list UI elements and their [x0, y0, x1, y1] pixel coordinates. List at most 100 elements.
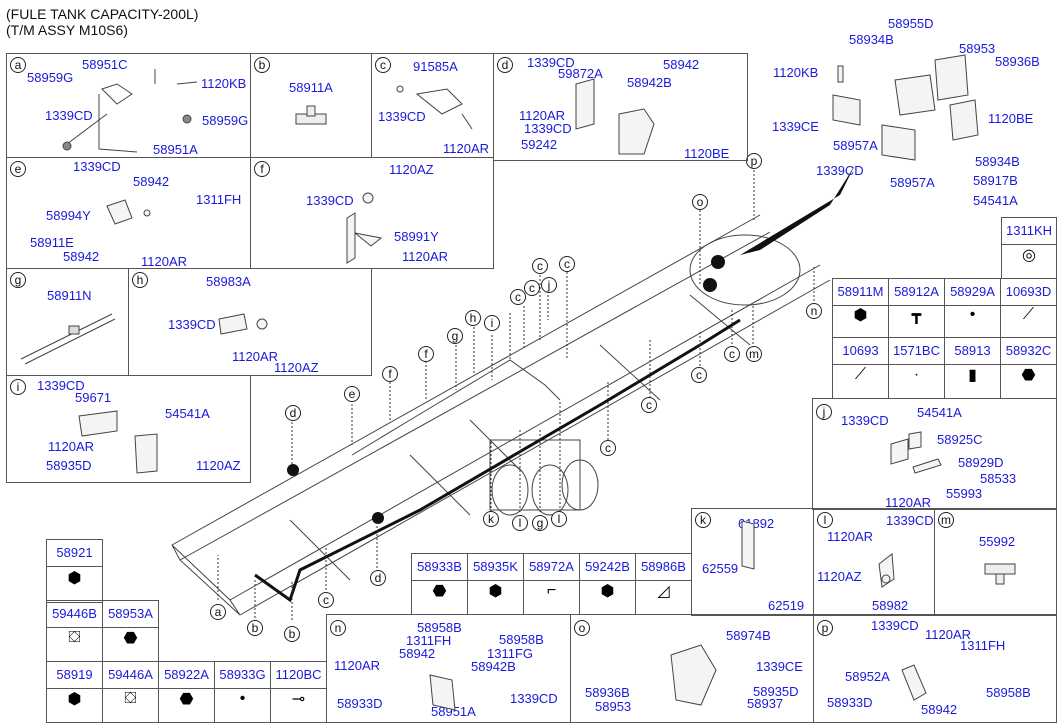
callout-g[interactable]: g [447, 328, 463, 344]
part-label[interactable]: 1339CD [73, 159, 121, 174]
part-label[interactable]: 58936B [585, 685, 630, 700]
part-label[interactable]: 58951C [82, 57, 128, 72]
callout-o[interactable]: o [692, 194, 708, 210]
callout-c[interactable]: c [559, 256, 575, 272]
part-label[interactable]: 58929D [958, 455, 1004, 470]
part-cell[interactable]: 58929A• [944, 278, 1001, 338]
callout-l[interactable]: l [551, 511, 567, 527]
part-label[interactable]: 54541A [165, 406, 210, 421]
part-label[interactable]: 58953 [595, 699, 632, 714]
part-label[interactable]: 1339CD [378, 109, 426, 124]
callout-b[interactable]: b [247, 620, 263, 636]
part-label[interactable]: 58953 [959, 41, 996, 56]
part-label[interactable]: 55993 [946, 486, 983, 501]
callout-c[interactable]: c [641, 397, 657, 413]
part-label[interactable]: 58994Y [46, 208, 91, 223]
callout-g[interactable]: g [532, 515, 548, 531]
part-label[interactable]: 1120AZ [196, 458, 241, 473]
part-label[interactable]: 1339CD [886, 513, 934, 528]
part-cell[interactable]: 58911M⬢ [832, 278, 889, 338]
part-label[interactable]: 58958B [417, 620, 462, 635]
part-label[interactable]: 1120AZ [389, 162, 434, 177]
part-label[interactable]: 54541A [973, 193, 1018, 208]
part-label[interactable]: 1339CD [871, 618, 919, 633]
part-label[interactable]: 1120AZ [274, 360, 319, 375]
part-cell[interactable]: 58972A⌐ [523, 553, 580, 615]
part-label[interactable]: 1120KB [201, 76, 247, 91]
part-cell[interactable]: 58935K⬢ [467, 553, 524, 615]
part-label[interactable]: 1311FG [487, 646, 534, 661]
part-cell[interactable]: 1571BC· [888, 337, 945, 399]
callout-c[interactable]: c [691, 367, 707, 383]
part-label[interactable]: 58951A [431, 704, 476, 719]
callout-c[interactable]: c [318, 592, 334, 608]
part-label[interactable]: 58942B [627, 75, 672, 90]
part-label[interactable]: 58936B [995, 54, 1040, 69]
part-label[interactable]: 58983A [206, 274, 251, 289]
callout-c[interactable]: c [532, 258, 548, 274]
part-cell[interactable]: 58933B⬣ [411, 553, 468, 615]
part-cell[interactable]: 58913▮ [944, 337, 1001, 399]
part-label[interactable]: 58934B [975, 154, 1020, 169]
part-label[interactable]: 58959G [27, 70, 74, 85]
part-label[interactable]: 58942 [63, 249, 100, 264]
part-label[interactable]: 58935D [753, 684, 799, 699]
part-label[interactable]: 1120AR [232, 349, 279, 364]
part-label[interactable]: 58974B [726, 628, 771, 643]
part-label[interactable]: 1120AR [519, 108, 566, 123]
part-label[interactable]: 1339CD [45, 108, 93, 123]
callout-i[interactable]: i [484, 315, 500, 331]
part-label[interactable]: 58952A [845, 669, 890, 684]
callout-m[interactable]: m [746, 346, 762, 362]
part-cell[interactable]: 58922A⬣ [158, 661, 215, 723]
part-label[interactable]: 58991Y [394, 229, 439, 244]
part-label[interactable]: 1339CD [510, 691, 558, 706]
part-label[interactable]: 1120AR [827, 529, 874, 544]
callout-h[interactable]: h [465, 310, 481, 326]
part-label[interactable]: 58911E [30, 235, 74, 250]
part-cell[interactable]: 58933G• [214, 661, 271, 723]
part-label[interactable]: 58958B [499, 632, 544, 647]
part-label[interactable]: 1339CD [816, 163, 864, 178]
part-label[interactable]: 1311FH [406, 633, 452, 648]
part-label[interactable]: 1120AR [141, 254, 188, 269]
part-label[interactable]: 62559 [702, 561, 739, 576]
callout-c[interactable]: c [724, 346, 740, 362]
part-label[interactable]: 1339CD [168, 317, 216, 332]
callout-j[interactable]: j [541, 277, 557, 293]
part-label[interactable]: 58951A [153, 142, 198, 157]
part-label[interactable]: 58942 [133, 174, 170, 189]
part-label[interactable]: 91585A [413, 59, 458, 74]
part-label[interactable]: 55992 [979, 534, 1016, 549]
part-label[interactable]: 59671 [75, 390, 112, 405]
part-label[interactable]: 59872A [558, 66, 603, 81]
part-label[interactable]: 62519 [768, 598, 805, 613]
part-label[interactable]: 58917B [973, 173, 1018, 188]
callout-b[interactable]: b [284, 626, 300, 642]
part-label[interactable]: 1311FH [960, 638, 1006, 653]
part-label[interactable]: 58955D [888, 16, 934, 31]
callout-a[interactable]: a [210, 604, 226, 620]
part-label[interactable]: 1339CD [527, 55, 575, 70]
part-label[interactable]: 1311FH [196, 192, 242, 207]
callout-n[interactable]: n [806, 303, 822, 319]
part-label[interactable]: 58934B [849, 32, 894, 47]
part-cell[interactable]: 10693⟋ [832, 337, 889, 399]
part-label[interactable]: 1120AR [443, 141, 490, 156]
part-label[interactable]: 58925C [937, 432, 983, 447]
part-label[interactable]: 58937 [747, 696, 784, 711]
callout-d[interactable]: d [285, 405, 301, 421]
part-cell[interactable]: 1120BC⊸ [270, 661, 327, 723]
part-label[interactable]: 58942 [921, 702, 958, 717]
part-label[interactable]: 1120AR [402, 249, 449, 264]
part-label[interactable]: 1120KB [773, 65, 819, 80]
part-label[interactable]: 58935D [46, 458, 92, 473]
part-cell[interactable]: 58912A┳ [888, 278, 945, 338]
part-label[interactable]: 1120AR [925, 627, 972, 642]
part-cell[interactable]: 59446A⛋ [102, 661, 159, 723]
part-label[interactable]: 58942B [471, 659, 516, 674]
part-label[interactable]: 1120BE [684, 146, 730, 161]
part-label[interactable]: 58957A [890, 175, 935, 190]
callout-c[interactable]: c [600, 440, 616, 456]
callout-l[interactable]: l [512, 515, 528, 531]
